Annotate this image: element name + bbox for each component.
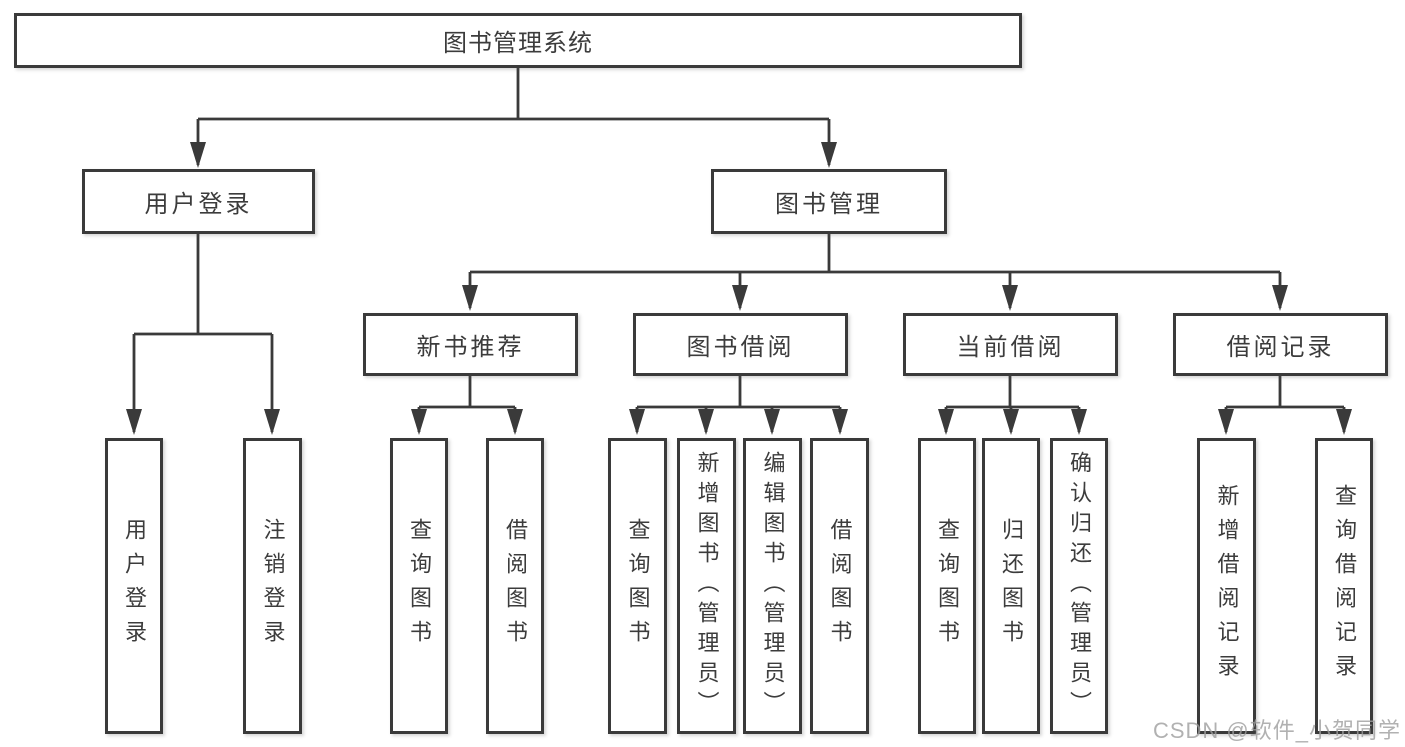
leaf-label: 新增借阅记录	[1214, 484, 1240, 688]
leaf-logout-login: 注销登录	[243, 438, 302, 734]
leaf-label: 归还图书	[999, 518, 1024, 654]
leaf-current-return-books: 归还图书	[982, 438, 1040, 734]
leaf-label: 确认归还（管理员）	[1067, 451, 1092, 721]
leaf-label: 查询图书	[935, 518, 960, 654]
leaf-label: 借阅图书	[827, 518, 853, 654]
node-user-login: 用户登录	[82, 169, 315, 234]
node-label: 图书管理系统	[443, 30, 593, 57]
leaf-newrec-borrow-books: 借阅图书	[486, 438, 544, 734]
node-current-borrowing: 当前借阅	[903, 313, 1118, 376]
leaf-label: 注销登录	[260, 518, 286, 654]
node-new-book-recommendation: 新书推荐	[363, 313, 578, 376]
leaf-borrow-query-books: 查询图书	[608, 438, 667, 734]
leaf-label: 借阅图书	[503, 518, 528, 654]
leaf-label: 查询借阅记录	[1332, 484, 1357, 688]
leaf-records-query-borrow-record: 查询借阅记录	[1315, 438, 1373, 734]
leaf-newrec-query-books: 查询图书	[390, 438, 448, 734]
leaf-current-query-books: 查询图书	[918, 438, 976, 734]
leaf-current-confirm-return-admin: 确认归还（管理员）	[1050, 438, 1108, 734]
node-label: 借阅记录	[1226, 334, 1335, 361]
node-borrowing-records: 借阅记录	[1173, 313, 1388, 376]
node-book-management: 图书管理	[711, 169, 947, 234]
leaf-label: 新增图书（管理员）	[694, 451, 720, 721]
node-library-management-system: 图书管理系统	[14, 13, 1022, 68]
csdn-watermark: CSDN @软件_小贺同学	[1152, 718, 1401, 743]
node-label: 用户登录	[144, 191, 253, 218]
node-label: 图书管理	[775, 191, 883, 218]
leaf-label: 用户登录	[122, 518, 147, 654]
node-label: 图书借阅	[686, 334, 795, 361]
leaf-borrow-edit-books-admin: 编辑图书（管理员）	[743, 438, 802, 734]
node-book-borrowing: 图书借阅	[633, 313, 848, 376]
node-label: 当前借阅	[956, 334, 1065, 361]
leaf-label: 编辑图书（管理员）	[760, 451, 786, 721]
leaf-records-add-borrow-record: 新增借阅记录	[1197, 438, 1256, 734]
leaf-label: 查询图书	[625, 518, 651, 654]
leaf-borrow-add-books-admin: 新增图书（管理员）	[677, 438, 736, 734]
leaf-user-login: 用户登录	[105, 438, 163, 734]
leaf-label: 查询图书	[407, 518, 432, 654]
node-label: 新书推荐	[416, 334, 525, 361]
leaf-borrow-borrow-books: 借阅图书	[810, 438, 869, 734]
